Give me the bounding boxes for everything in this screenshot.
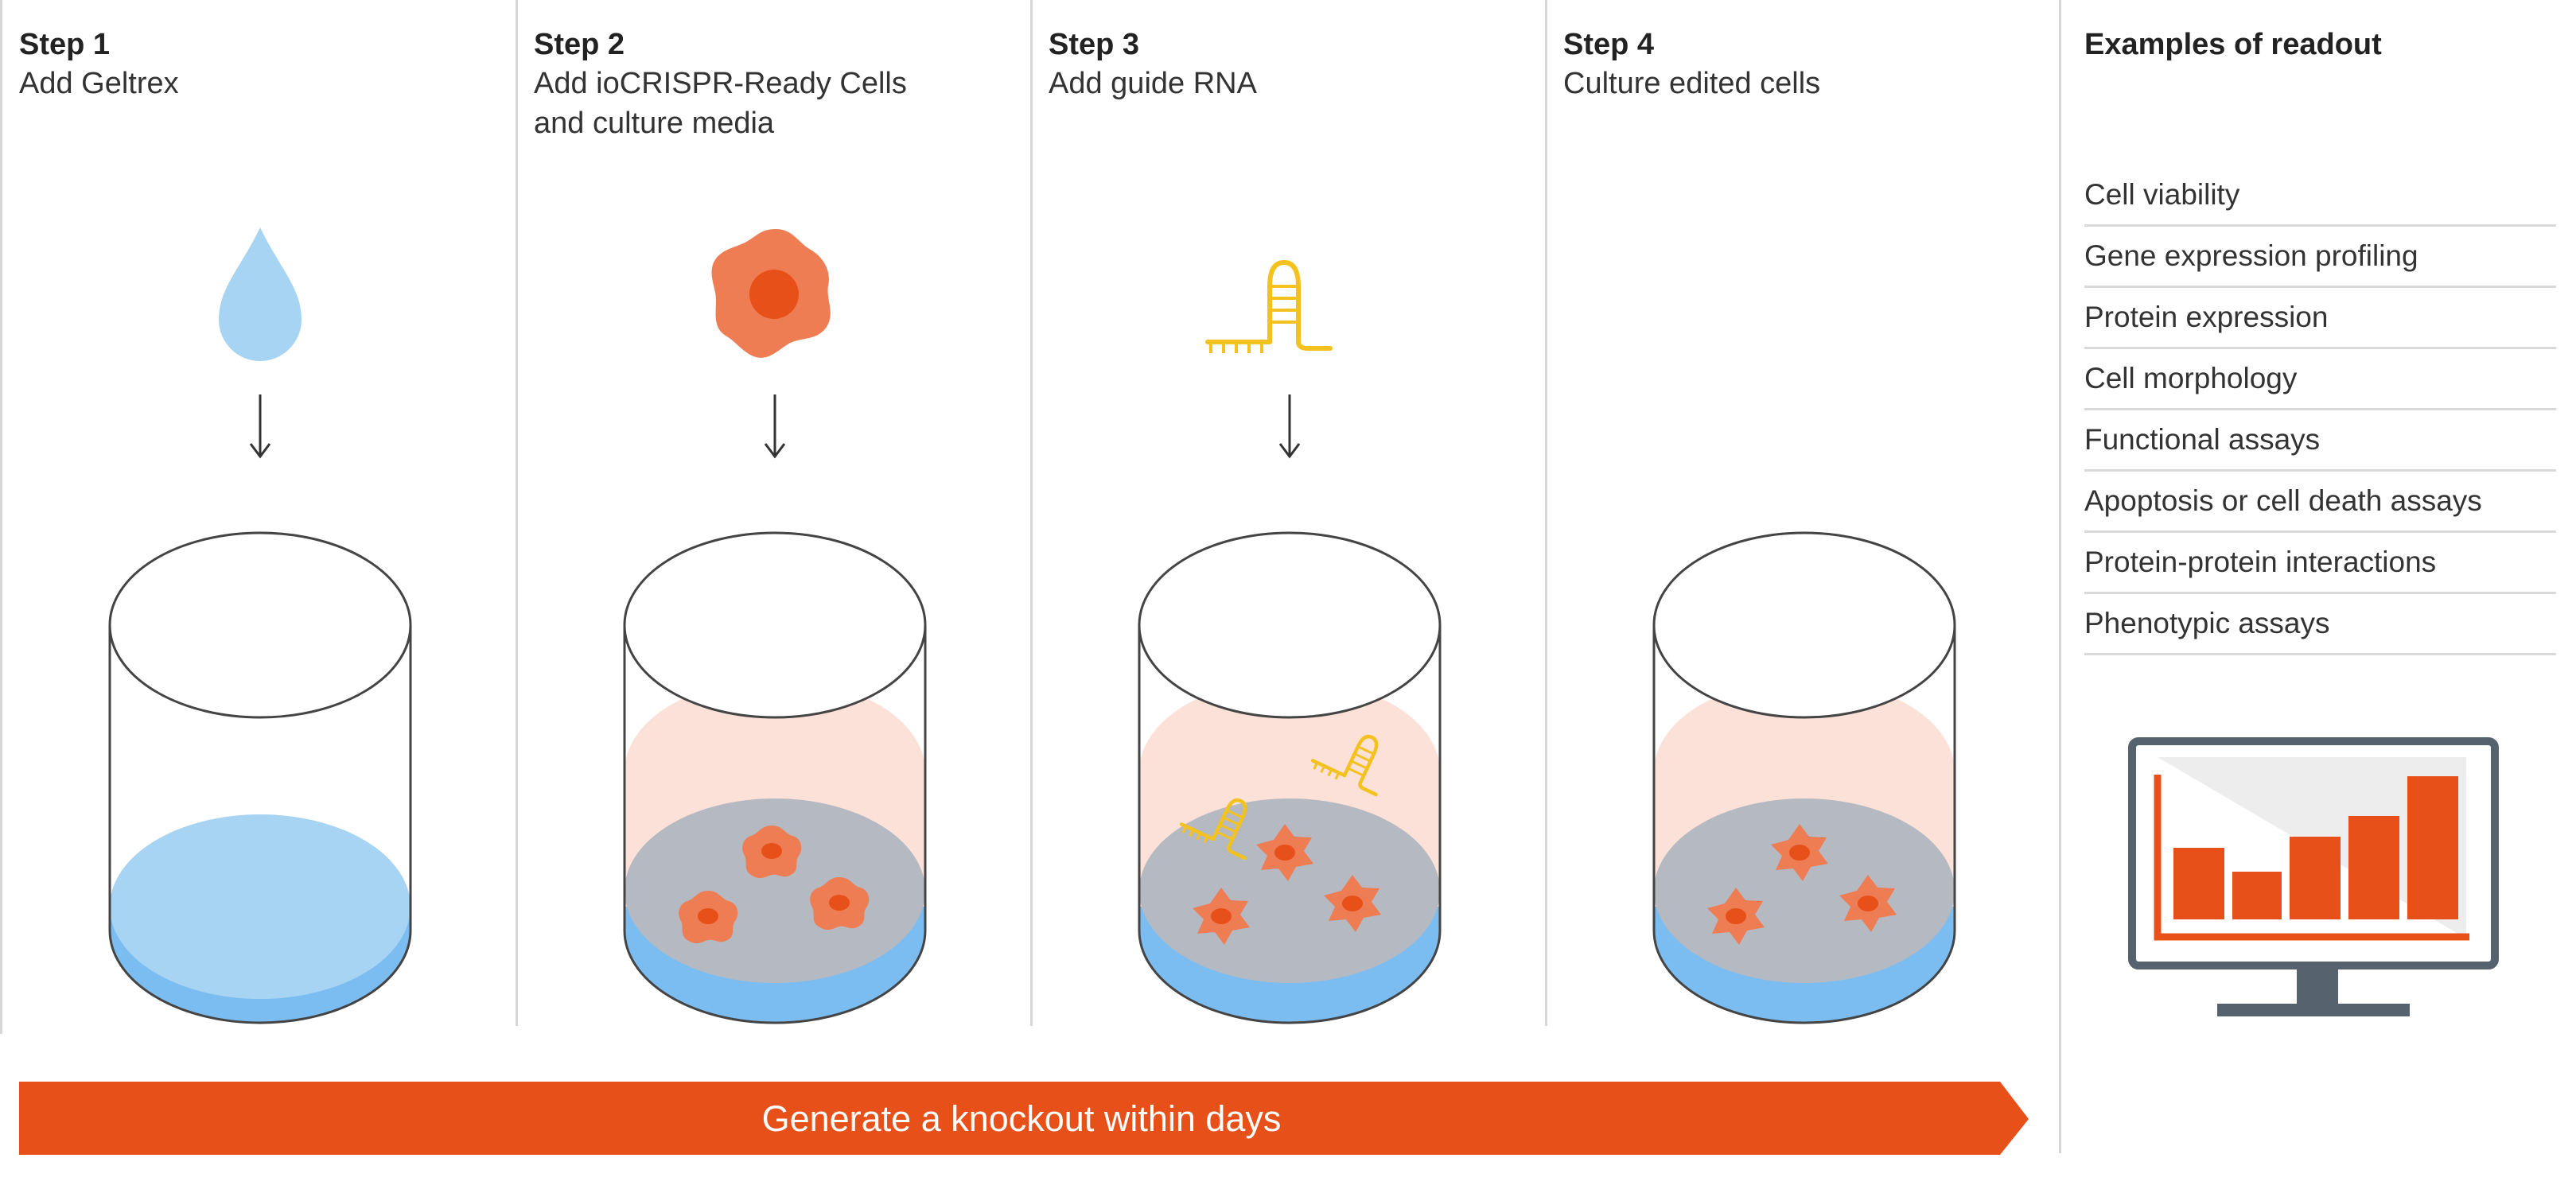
readout-item: Protein expression — [2084, 288, 2556, 349]
culture-dish-1 — [108, 531, 412, 1024]
step-2-description-line-2: and culture media — [534, 107, 775, 140]
column-divider — [0, 0, 2, 1034]
arrow-down-icon — [1278, 394, 1301, 459]
knockout-banner-text: Generate a knockout within days — [761, 1098, 1282, 1139]
readout-item: Cell morphology — [2084, 349, 2556, 410]
step-1-label: Step 1 — [19, 28, 111, 61]
monitor-chart-icon — [2128, 737, 2499, 1016]
step-4-header: Step 4 Culture edited cells — [1563, 25, 1820, 103]
readout-item: Cell viability — [2084, 165, 2556, 227]
column-divider — [1030, 0, 1033, 1026]
step-2-header: Step 2 Add ioCRISPR-Ready Cells and cult… — [534, 25, 907, 143]
culture-dish-2 — [623, 531, 927, 1024]
column-divider — [516, 0, 518, 1026]
guide-rna-icon — [1208, 262, 1330, 353]
readout-item: Apoptosis or cell death assays — [2084, 472, 2556, 533]
arrow-down-icon — [764, 394, 786, 459]
arrow-down-icon — [249, 394, 271, 459]
step-2-description-line-1: Add ioCRISPR-Ready Cells — [534, 67, 907, 100]
readout-item: Functional assays — [2084, 410, 2556, 472]
column-divider — [2059, 0, 2061, 1153]
column-divider — [1545, 0, 1547, 1026]
step-3-label: Step 3 — [1049, 28, 1140, 61]
step-4-label: Step 4 — [1563, 28, 1655, 61]
culture-dish-4 — [1652, 531, 1956, 1024]
droplet-icon — [219, 227, 302, 361]
step-1-header: Step 1 Add Geltrex — [19, 25, 179, 103]
culture-dish-3 — [1138, 531, 1442, 1024]
step-3-description: Add guide RNA — [1049, 67, 1257, 100]
step-1-description: Add Geltrex — [19, 67, 179, 100]
step-2-label: Step 2 — [534, 28, 625, 61]
readout-item: Gene expression profiling — [2084, 227, 2556, 288]
readout-item: Protein-protein interactions — [2084, 533, 2556, 594]
readout-list: Cell viability Gene expression profiling… — [2084, 165, 2556, 655]
cell-nucleus-icon — [749, 270, 799, 319]
knockout-banner-arrow — [19, 1082, 2029, 1155]
step-3-header: Step 3 Add guide RNA — [1049, 25, 1257, 103]
readout-item: Phenotypic assays — [2084, 594, 2556, 655]
step-4-description: Culture edited cells — [1563, 67, 1821, 100]
readout-title: Examples of readout — [2084, 28, 2382, 61]
